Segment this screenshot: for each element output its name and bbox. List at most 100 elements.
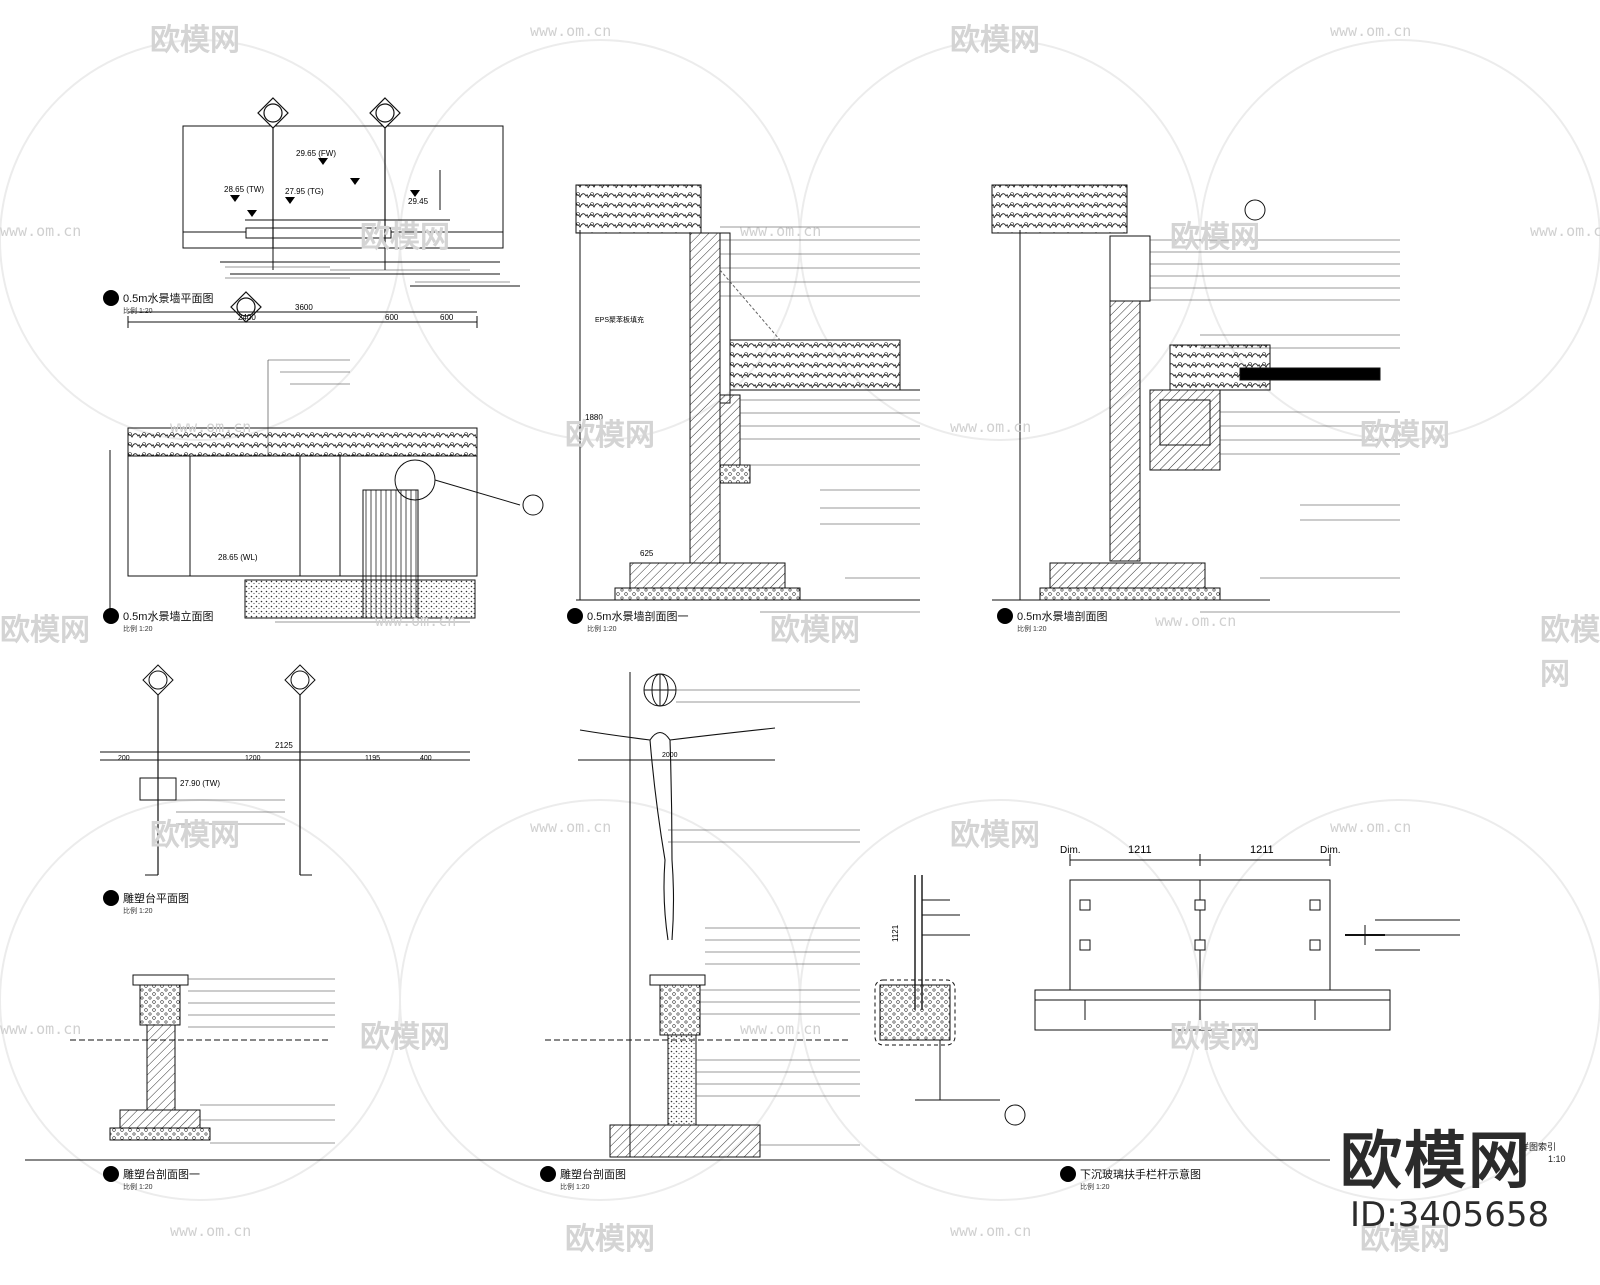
- title-sculpture-section-text: 雕塑台剖面图: [560, 1169, 626, 1181]
- title-section-2-scale: 比例 1:20: [1017, 626, 1047, 633]
- watermark-logo: 欧模网: [360, 220, 450, 255]
- glass-dim-mid-1: 1211: [1128, 844, 1152, 856]
- watermark-logo: 欧模网: [1170, 220, 1260, 255]
- title-sculpture-section: 雕塑台剖面图 比例 1:20: [540, 1166, 626, 1191]
- plinth-top-level: 27.90 (TW): [180, 779, 220, 788]
- watermark-url: www.om.cn: [375, 612, 457, 630]
- title-plinth-plan-text: 雕塑台平面图: [123, 893, 189, 905]
- section-1-leader-lines: [720, 226, 920, 613]
- plinth-section-leaders: [188, 978, 335, 1144]
- title-plinth-section-scale: 比例 1:20: [123, 1184, 153, 1191]
- watermark-logo: 欧模网: [360, 1020, 450, 1055]
- watermark-url: www.om.cn: [0, 1020, 82, 1038]
- title-plinth-section-text: 雕塑台剖面图一: [123, 1169, 200, 1181]
- plinth-dim-d: 400: [420, 755, 432, 762]
- sect1-dim-w: 625: [640, 549, 654, 558]
- corner-label-2: 1:10: [1548, 1154, 1566, 1164]
- title-plinth-plan-scale: 比例 1:20: [123, 908, 153, 915]
- title-elevation: 0.5m水景墙立面图 比例 1:20: [103, 608, 214, 633]
- title-bullet-icon: [567, 608, 583, 624]
- plinth-plan: [100, 664, 470, 876]
- plan-level-markers: [230, 158, 420, 217]
- elev-dim-4: 600: [440, 313, 454, 322]
- title-bullet-icon: [103, 290, 119, 306]
- water-wall-plan: [182, 125, 520, 287]
- plan-level-d: 29.45: [408, 197, 429, 206]
- watermark-logo: 欧模网: [1360, 1222, 1450, 1257]
- watermark-url: www.om.cn: [950, 1222, 1032, 1240]
- title-bullet-icon: [540, 1166, 556, 1182]
- glass-dim-right: Dim.: [1320, 845, 1341, 856]
- title-plan-scale: 比例 1:20: [123, 308, 153, 315]
- watermark-logo: 欧模网: [1170, 1020, 1260, 1055]
- plinth-dim-total: 2125: [275, 741, 293, 750]
- water-wall-section-1: [575, 184, 920, 601]
- watermark-url: www.om.cn: [1155, 612, 1237, 630]
- watermark-url: www.om.cn: [530, 22, 612, 40]
- plinth-plan-leaders: [176, 799, 285, 825]
- sculpture-section: [545, 672, 850, 1158]
- watermark-logo: 欧模网: [150, 23, 240, 58]
- elev-dim-3: 600: [385, 313, 399, 322]
- elev-water-level: 28.65 (WL): [218, 553, 258, 562]
- title-glass-detail: 下沉玻璃扶手栏杆示意图 比例 1:20: [1060, 1166, 1201, 1191]
- watermark-url: www.om.cn: [740, 1020, 822, 1038]
- watermark-logo: 欧模网: [1540, 613, 1600, 692]
- sect1-dim-h: 1880: [585, 413, 603, 422]
- plan-leader-lines: [225, 266, 510, 283]
- title-bullet-icon: [997, 608, 1013, 624]
- plan-level-a: 29.65 (FW): [296, 149, 336, 158]
- plinth-dim-a: 200: [118, 755, 130, 762]
- title-plan-text: 0.5m水景墙平面图: [123, 293, 214, 305]
- glass-dim-left: Dim.: [1060, 845, 1081, 856]
- watermark-url: www.om.cn: [950, 418, 1032, 436]
- watermark-logo: 欧模网: [565, 418, 655, 453]
- watermark-url: www.om.cn: [1530, 222, 1600, 240]
- title-plinth-plan: 雕塑台平面图 比例 1:20: [103, 890, 189, 915]
- water-wall-section-2: [991, 184, 1381, 601]
- plan-level-c: 27.95 (TG): [285, 187, 324, 196]
- watermark-logo: 欧模网: [950, 23, 1040, 58]
- title-bullet-icon: [103, 1166, 119, 1182]
- title-elevation-scale: 比例 1:20: [123, 626, 153, 633]
- sect1-eps: EPS聚苯板填充: [595, 315, 644, 324]
- title-plan: 0.5m水景墙平面图 比例 1:20: [103, 290, 214, 315]
- watermark-url: www.om.cn: [170, 1222, 252, 1240]
- watermark-logo: 欧模网: [150, 818, 240, 853]
- watermark-url: www.om.cn: [1330, 818, 1412, 836]
- title-section-1: 0.5m水景墙剖面图一 比例 1:20: [567, 608, 689, 633]
- title-elevation-text: 0.5m水景墙立面图: [123, 611, 214, 623]
- title-section-2-text: 0.5m水景墙剖面图: [1017, 611, 1108, 623]
- title-glass-detail-scale: 比例 1:20: [1080, 1184, 1110, 1191]
- title-section-2: 0.5m水景墙剖面图 比例 1:20: [997, 608, 1108, 633]
- plan-level-b: 28.65 (TW): [224, 185, 264, 194]
- glass-dim-mid-2: 1211: [1250, 844, 1274, 856]
- water-wall-elevation: [109, 311, 544, 620]
- glass-balustrade: [1034, 854, 1460, 1031]
- elev-dim-2: 3600: [295, 303, 313, 312]
- elevation-leader-lines: [267, 359, 470, 623]
- brand-logo: 欧模网: [1340, 1124, 1533, 1197]
- title-sculpture-section-scale: 比例 1:20: [560, 1184, 590, 1191]
- section-2-leader-lines: [1150, 239, 1400, 613]
- watermark-logo: 欧模网: [1360, 418, 1450, 453]
- title-plinth-section: 雕塑台剖面图一 比例 1:20: [103, 1166, 200, 1191]
- corner-label-1: 详图索引: [1520, 1142, 1557, 1152]
- watermark-logo: 欧模网: [770, 613, 860, 648]
- title-glass-detail-text: 下沉玻璃扶手栏杆示意图: [1080, 1169, 1201, 1181]
- title-bullet-icon: [103, 608, 119, 624]
- plinth-dim-c: 1195: [365, 755, 380, 762]
- watermark-url: www.om.cn: [170, 418, 252, 436]
- title-section-1-text: 0.5m水景墙剖面图一: [587, 611, 689, 623]
- title-bullet-icon: [103, 890, 119, 906]
- plinth-section: [25, 974, 1330, 1161]
- sculpture-width: 2000: [662, 752, 678, 759]
- sculpture-leader-lines: [668, 689, 860, 1146]
- watermark-logo: 欧模网: [565, 1222, 655, 1257]
- railing-height: 1121: [891, 924, 900, 942]
- watermark-url: www.om.cn: [1330, 22, 1412, 40]
- watermark-logo: 欧模网: [950, 818, 1040, 853]
- watermark-url: www.om.cn: [740, 222, 822, 240]
